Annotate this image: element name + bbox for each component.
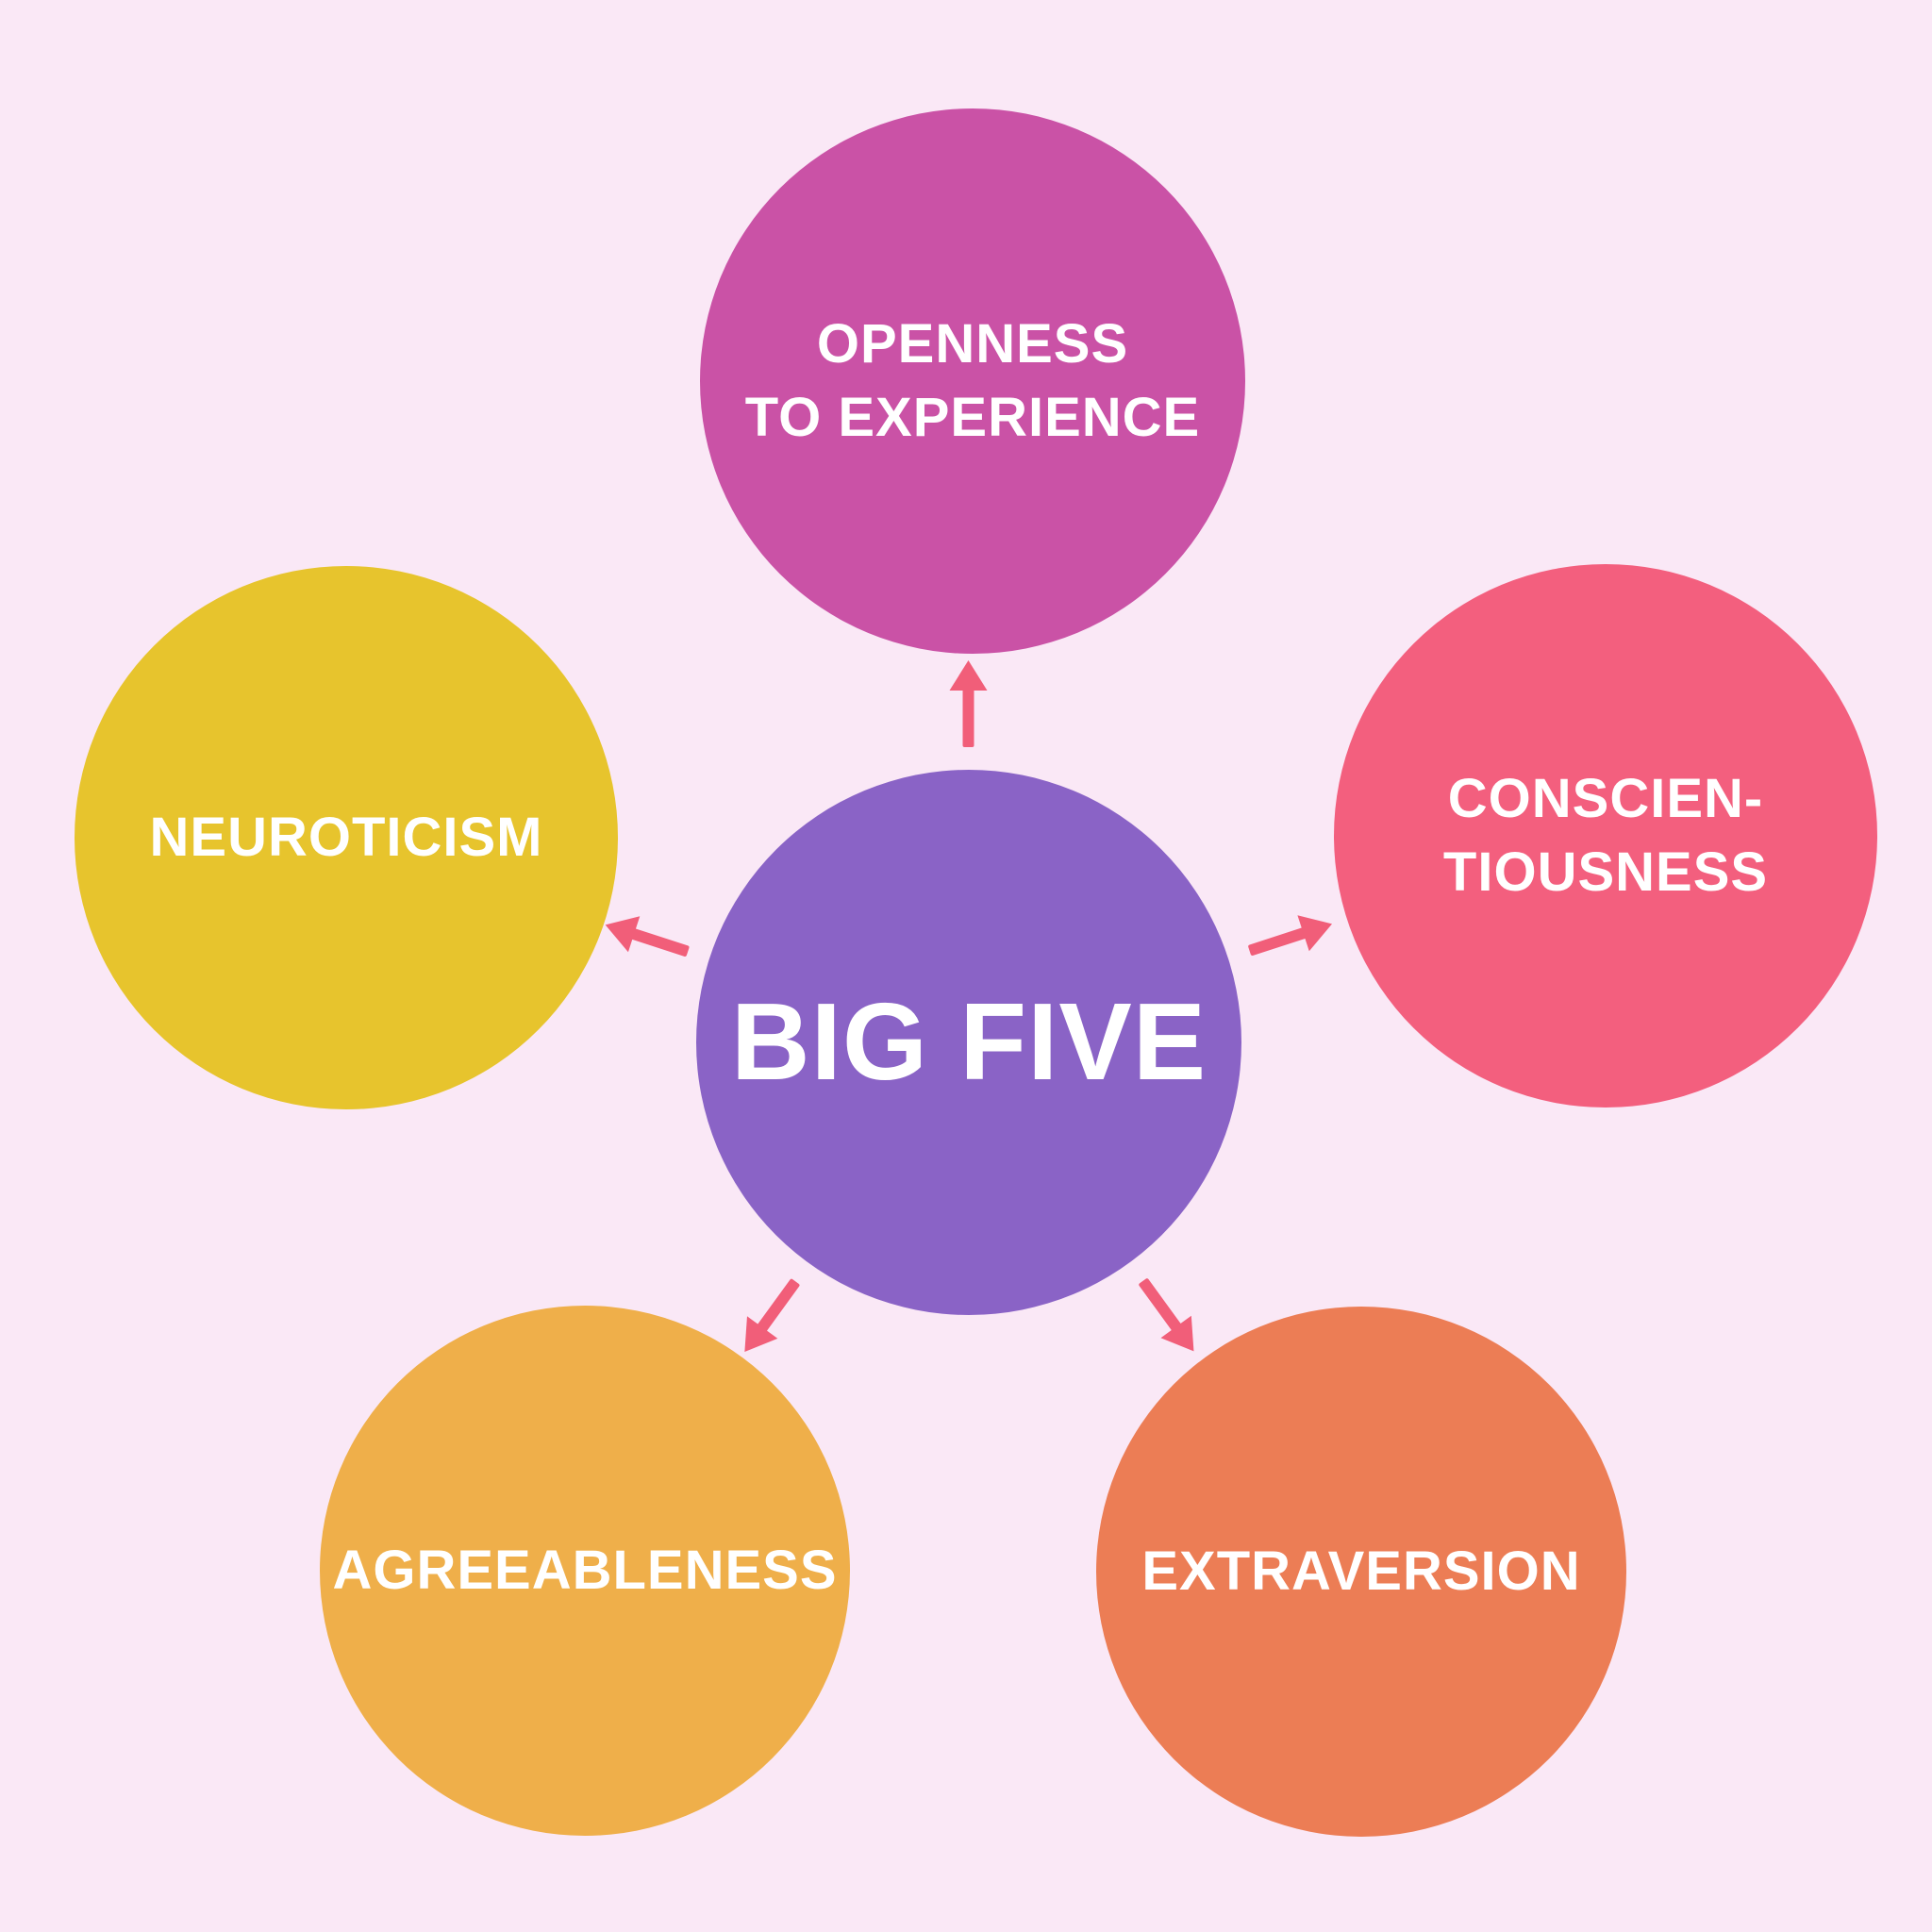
node-neuroticism: NEUROTICISM xyxy=(75,566,618,1109)
node-big-five-label: BIG FIVE xyxy=(730,980,1208,1104)
node-openness-to-experience: OPENNESS TO EXPERIENCE xyxy=(700,108,1245,654)
node-agreeableness-label: AGREEABLENESS xyxy=(332,1539,838,1601)
node-conscientiousness-label: CONSCIEN- TIOUSNESS xyxy=(1442,767,1769,903)
node-big-five: BIG FIVE xyxy=(696,770,1241,1315)
node-extraversion: EXTRAVERSION xyxy=(1096,1307,1626,1837)
arrow-to-neuroticism-icon xyxy=(605,916,690,957)
node-extraversion-label: EXTRAVERSION xyxy=(1141,1540,1581,1602)
arrow-to-openness-icon xyxy=(949,660,988,747)
arrow-to-extraversion-icon xyxy=(1139,1278,1194,1352)
node-neuroticism-label: NEUROTICISM xyxy=(149,806,543,868)
node-agreeableness: AGREEABLENESS xyxy=(320,1306,850,1836)
node-openness-label: OPENNESS TO EXPERIENCE xyxy=(744,312,1201,448)
arrow-to-conscientiousness-icon xyxy=(1248,915,1333,956)
node-conscientiousness: CONSCIEN- TIOUSNESS xyxy=(1334,564,1877,1108)
arrow-to-agreeableness-icon xyxy=(744,1278,800,1352)
